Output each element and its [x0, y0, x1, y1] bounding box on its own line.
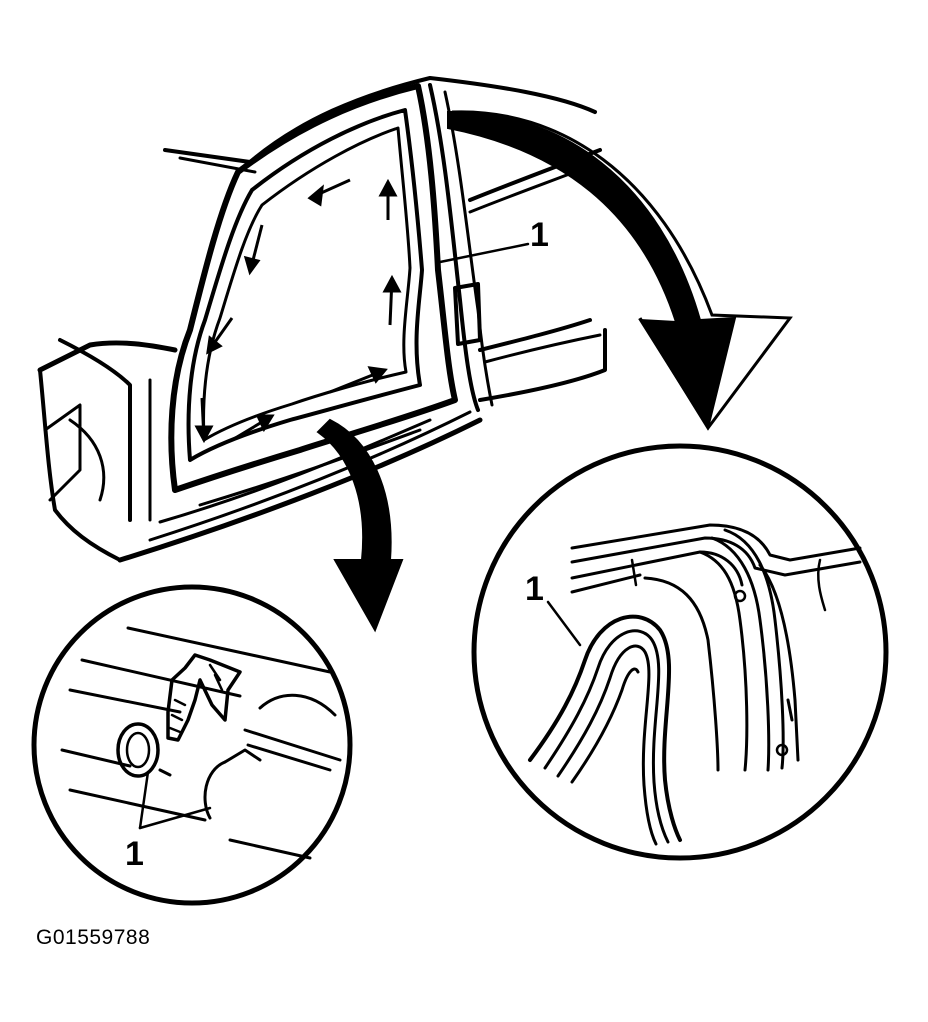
curved-arrow-left-icon — [316, 418, 404, 633]
callout-label-left-detail: 1 — [125, 835, 144, 873]
detail-circle-right — [471, 443, 889, 861]
curved-arrow-right-icon — [447, 110, 793, 431]
figure-id: G01559788 — [36, 926, 151, 949]
direction-arrows — [194, 178, 402, 444]
detail-circle-left — [31, 584, 353, 906]
callout-label-right-detail: 1 — [525, 570, 544, 608]
vehicle-body-side-view — [37, 76, 607, 563]
callout-label-main: 1 — [530, 216, 549, 254]
